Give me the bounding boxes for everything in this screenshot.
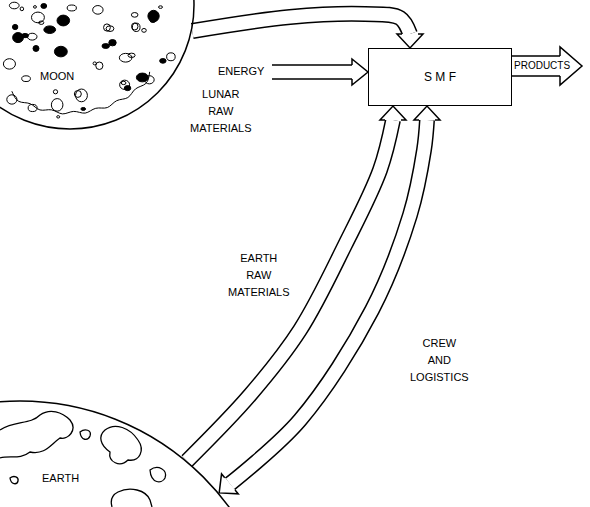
crater-mark — [142, 28, 147, 32]
crater-mark — [27, 33, 37, 40]
crater-mark — [104, 24, 111, 31]
flow-label: CREW AND LOGISTICS — [410, 335, 469, 386]
crater-mark — [167, 53, 176, 61]
label-holder: CREW AND LOGISTICS — [410, 335, 469, 386]
energy-label: ENERGY — [218, 65, 264, 77]
crater-mark — [33, 46, 39, 52]
arrow-outline — [230, 120, 427, 484]
crater-mark — [12, 24, 17, 29]
crater-mark — [160, 59, 166, 64]
crater-mark — [9, 2, 19, 9]
flow-label: EARTH RAW MATERIALS — [228, 250, 290, 301]
continent-outline — [111, 489, 152, 507]
crater-mark — [41, 4, 47, 9]
crater-mark — [22, 33, 29, 37]
crater-mark — [53, 90, 57, 94]
crater-mark — [33, 6, 36, 9]
mare-outline — [12, 72, 150, 114]
crater-mark — [102, 44, 110, 49]
arrow-head — [352, 59, 368, 85]
energy-arrow — [272, 59, 368, 85]
crater-mark — [150, 18, 156, 22]
arrow-shaft — [272, 65, 352, 79]
crater-mark — [67, 5, 76, 11]
box-title: S M F — [424, 70, 456, 84]
text-holder: EARTH — [42, 472, 79, 485]
arrow-hollow — [192, 14, 410, 34]
body-outline-circle — [0, 401, 279, 507]
earth-body: EARTH — [0, 400, 280, 507]
crater-mark — [136, 73, 148, 82]
crater-mark — [44, 26, 56, 34]
text-holder: MOON — [40, 70, 74, 83]
hollow-flow-arrow — [187, 106, 406, 461]
crater-mark — [57, 116, 60, 118]
products-arrow — [512, 47, 582, 85]
crater-mark — [22, 76, 31, 82]
island-outline — [10, 477, 18, 484]
body-outline-circle — [0, 0, 194, 129]
crater-mark — [96, 62, 103, 70]
arrow-hollow — [230, 120, 427, 484]
body-outline — [0, 400, 280, 507]
earth-continents — [0, 411, 166, 507]
crater-mark — [20, 7, 24, 11]
crater-mark — [128, 53, 135, 57]
arrow-head — [414, 106, 440, 120]
label-holder: EARTH RAW MATERIALS — [228, 250, 290, 301]
crater-mark — [81, 108, 86, 111]
crater-mark — [54, 46, 67, 57]
crater-mark — [7, 95, 17, 104]
crater-mark — [109, 40, 116, 46]
island-outline — [150, 468, 166, 482]
crater-mark — [159, 6, 163, 9]
facility-box: S M F — [368, 48, 512, 106]
crater-mark — [121, 81, 126, 84]
crater-mark — [148, 10, 159, 22]
label-holder: ENERGY — [218, 65, 264, 77]
arrow-outline — [187, 120, 393, 461]
crater-mark — [39, 21, 44, 24]
crater-mark — [51, 99, 63, 112]
continent-outline — [0, 411, 73, 458]
crater-mark — [3, 59, 15, 69]
crater-mark — [120, 80, 130, 89]
hollow-flow-arrow — [219, 106, 440, 494]
crater-mark — [132, 23, 140, 31]
flow-label: LUNAR RAW MATERIALS — [190, 86, 252, 137]
label-holder: LUNAR RAW MATERIALS — [190, 86, 252, 137]
crater-mark — [132, 23, 138, 30]
hollow-flow-arrow — [192, 14, 423, 48]
products-label: PRODUCTS — [514, 60, 570, 72]
arrow-hollow — [187, 120, 393, 461]
crater-mark — [93, 6, 103, 15]
crater-mark — [76, 89, 88, 102]
label-holder: PRODUCTS — [514, 60, 570, 72]
body-outline — [0, 0, 195, 130]
body-name: MOON — [40, 70, 74, 83]
continent-outline — [101, 426, 141, 463]
body-name: EARTH — [42, 472, 79, 485]
arrow-head — [219, 474, 238, 494]
arrow-outline — [192, 14, 410, 34]
moon-body: MOON — [0, 0, 195, 130]
crater-mark — [131, 13, 138, 18]
arrow-head — [380, 106, 406, 120]
island-outline — [80, 430, 90, 439]
arrow-head — [397, 34, 423, 48]
crater-mark — [57, 15, 70, 26]
